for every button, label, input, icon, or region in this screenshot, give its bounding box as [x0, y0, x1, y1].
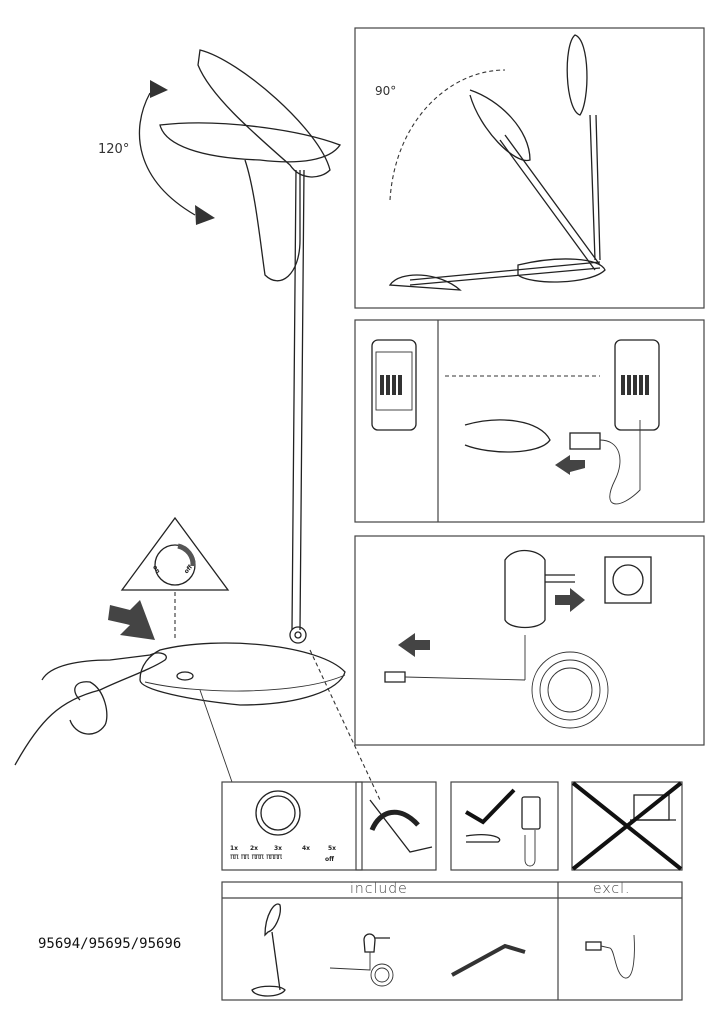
usb-charging-panel [354, 319, 705, 523]
adapter-panel [354, 535, 705, 746]
rotation-angle-label: 90° [375, 84, 397, 98]
light-rays-icon: ππ ππ πππ ππππ [230, 852, 282, 861]
brightness-step-box [221, 781, 363, 871]
rotation-panel [354, 27, 705, 309]
pc-forbidden-step-box [571, 781, 683, 871]
level-3-label: 3x [274, 845, 283, 852]
excluded-header: excl. [593, 881, 631, 897]
level-4-label: 4x [302, 845, 311, 852]
cross-icon [571, 781, 683, 871]
usb-allowed-step-box [450, 781, 559, 871]
contents-table [221, 881, 683, 1001]
model-numbers: 95694/95695/95696 [38, 936, 182, 952]
tilt-angle-label: 120° [98, 142, 130, 157]
checkmark-icon [464, 788, 516, 825]
main-lamp-figure [14, 49, 381, 801]
level-5-label: 5x [328, 845, 337, 852]
include-header: include [350, 881, 408, 897]
off-label: off [325, 856, 334, 863]
level-1-label: 1x [230, 845, 239, 852]
level-2-label: 2x [250, 845, 259, 852]
hex-key-step-box [355, 781, 437, 871]
